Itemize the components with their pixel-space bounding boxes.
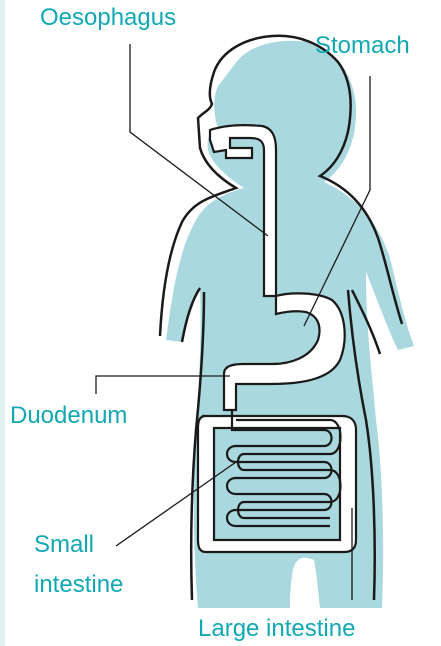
label-duodenum: Duodenum [10, 402, 127, 430]
label-small-intestine-line2: intestine [34, 565, 123, 605]
label-large-intestine: Large intestine [198, 615, 355, 643]
label-small-intestine: Small intestine [34, 525, 123, 605]
label-small-intestine-line1: Small [34, 525, 123, 565]
label-oesophagus: Oesophagus [40, 4, 176, 32]
label-stomach: Stomach [315, 32, 410, 60]
